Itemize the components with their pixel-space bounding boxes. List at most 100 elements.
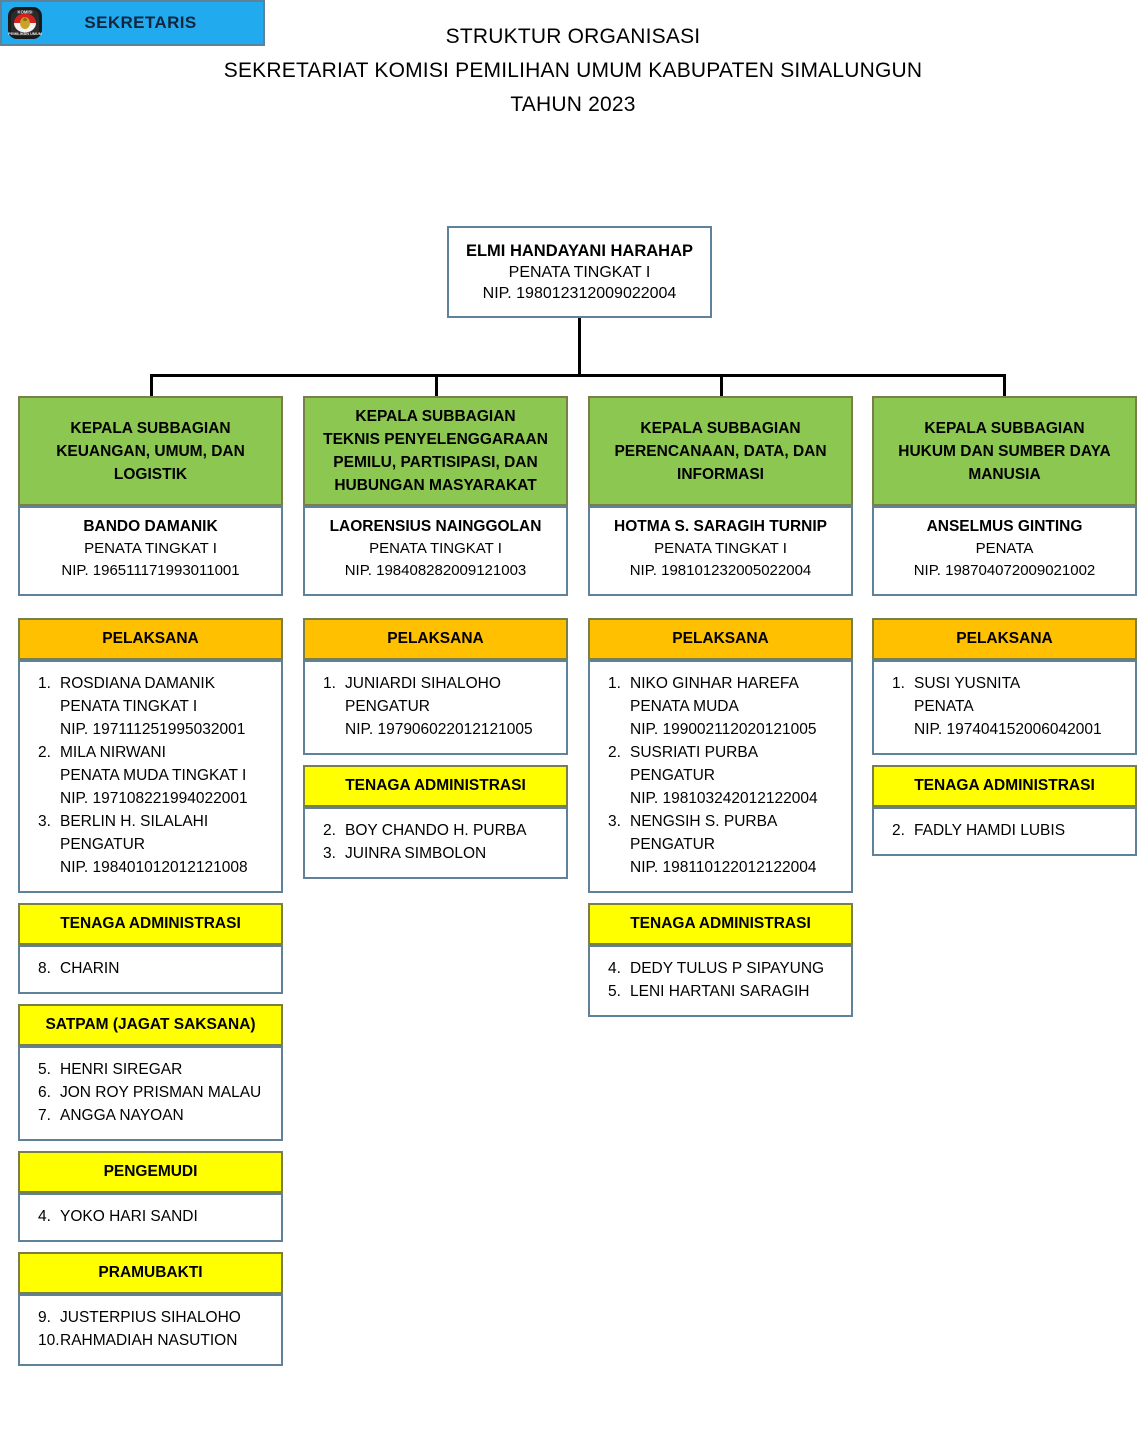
section-satpam-jagat-saksana: SATPAM (JAGAT SAKSANA) 5. HENRI SIREGAR 6.J… (18, 1004, 283, 1141)
subbagian-header-line: PERENCANAAN, DATA, DAN (614, 442, 827, 460)
connector-drop-column-1 (150, 376, 153, 398)
section-header-label: PELAKSANA (18, 618, 283, 660)
list-item-line: NIP. 198110122012122004 (630, 859, 817, 876)
org-column-3: KEPALA SUBBAGIAN PERENCANAAN, DATA, DAN IN… (588, 396, 853, 1017)
section-header-label: TENAGA ADMINISTRASI (303, 765, 568, 807)
list-item-number: 7. (38, 1107, 51, 1124)
list-item-text: JON ROY PRISMAN MALAU (60, 1081, 275, 1104)
list-item-number: 1. (608, 675, 621, 692)
sekretaris-name: ELMI HANDAYANI HARAHAP (465, 241, 694, 260)
chief-rank: PENATA TINGKAT I (84, 540, 217, 557)
title-line-3: TAHUN 2023 (510, 93, 636, 116)
chief-nip: NIP. 198101232005022004 (629, 562, 812, 579)
section-header-label: PELAKSANA (588, 618, 853, 660)
section-header-label: TENAGA ADMINISTRASI (588, 903, 853, 945)
section-header-label: SATPAM (JAGAT SAKSANA) (18, 1004, 283, 1046)
list-item-line: JUINRA SIMBOLON (345, 845, 487, 862)
section-tenaga-administrasi: TENAGA ADMINISTRASI 8. CHARIN (18, 903, 283, 994)
section-header-label: TENAGA ADMINISTRASI (18, 903, 283, 945)
subbagian-header-line: PEMILU, PARTISIPASI, DAN (333, 454, 538, 471)
list-item-number: 1. (38, 675, 51, 692)
list-item: 6.JON ROY PRISMAN MALAU (26, 1081, 275, 1104)
list-item-number: 5. (608, 983, 621, 1000)
list-item-line: ANGGA NAYOAN (60, 1107, 184, 1124)
list-item-text: BOY CHANDO H. PURBA (345, 819, 560, 842)
list-item-number: 1. (892, 675, 905, 692)
list-item-text: HENRI SIREGAR (60, 1058, 275, 1081)
connector-vertical-main (578, 318, 581, 376)
section-header-label: PRAMUBAKTI (18, 1252, 283, 1294)
list-item: 2. BOY CHANDO H. PURBA (311, 819, 560, 842)
subbagian-header-line: KEPALA SUBBAGIAN (924, 419, 1085, 437)
chief-nip: NIP. 198408282009121003 (344, 562, 527, 579)
list-item: 5. HENRI SIREGAR (26, 1058, 275, 1081)
list-item-text: CHARIN (60, 957, 275, 980)
list-item-number: 3. (608, 813, 621, 830)
subbagian-header-line: HUBUNGAN MASYARAKAT (334, 477, 537, 494)
list-item-text: JUSTERPIUS SIHALOHO (60, 1306, 275, 1329)
kpu-logo-icon: KOMISI PEMILIHAN UMUM (6, 4, 44, 42)
list-item-text: JUINRA SIMBOLON (345, 842, 560, 865)
list-item-line: DEDY TULUS P SIPAYUNG (630, 960, 825, 977)
list-item-line: CHARIN (60, 960, 120, 977)
subbagian-header-line: KEPALA SUBBAGIAN (640, 419, 801, 437)
sekretaris-rank: PENATA TINGKAT I (508, 263, 651, 281)
section-header-label: PELAKSANA (872, 618, 1137, 660)
connector-horizontal-bus (150, 374, 1006, 377)
list-item-line: PENGATUR (60, 836, 145, 853)
subbagian-header-3: KEPALA SUBBAGIAN PERENCANAAN, DATA, DAN IN… (588, 396, 853, 506)
list-item: 5. LENI HARTANI SARAGIH (596, 980, 845, 1003)
list-item-line: NIP. 197108221994022001 (60, 790, 248, 807)
list-item-text: ANGGA NAYOAN (60, 1104, 275, 1127)
section-body: 4. YOKO HARI SANDI (18, 1193, 283, 1242)
sekretaris-detail-box: ELMI HANDAYANI HARAHAP PENATA TINGKAT I … (447, 226, 712, 318)
chief-nip: NIP. 196511171993011001 (61, 562, 240, 579)
section-header-label: TENAGA ADMINISTRASI (872, 765, 1137, 807)
list-item: 9.JUSTERPIUS SIHALOHO (26, 1306, 275, 1329)
list-item: 10.RAHMADIAH NASUTION (26, 1329, 275, 1352)
connector-drop-column-2 (435, 376, 438, 398)
list-item-line: PENATA TINGKAT I (60, 698, 198, 715)
list-item-line: NENGSIH S. PURBA (630, 813, 778, 830)
list-item-line: NIP. 198103242012122004 (630, 790, 818, 807)
sekretaris-title: SEKRETARIS (84, 13, 197, 32)
list-item-line: NIKO GINHAR HAREFA (630, 675, 799, 692)
chief-nip: NIP. 198704072009021002 (913, 562, 1096, 579)
chief-rank: PENATA TINGKAT I (369, 540, 502, 557)
svg-text:PEMILIHAN UMUM: PEMILIHAN UMUM (8, 32, 42, 36)
list-item-text: FADLY HAMDI LUBIS (914, 819, 1129, 842)
list-item-number: 5. (38, 1061, 51, 1078)
list-item-line: PENGATUR (345, 698, 430, 715)
list-item-line: LENI HARTANI SARAGIH (630, 983, 810, 1000)
list-item-number: 2. (892, 822, 905, 839)
list-item-text: RAHMADIAH NASUTION (60, 1329, 275, 1352)
subbagian-header-line: INFORMASI (677, 465, 764, 483)
list-item-line: HENRI SIREGAR (60, 1061, 183, 1078)
title-line-1: STRUKTUR ORGANISASI (445, 25, 701, 48)
section-body: 2. FADLY HAMDI LUBIS (872, 807, 1137, 856)
list-item-line: RAHMADIAH NASUTION (60, 1332, 238, 1349)
list-item-line: PENATA (914, 698, 974, 715)
list-item-line: SUSI YUSNITA (914, 675, 1021, 692)
list-item-number: 2. (323, 822, 336, 839)
chart-title-block: STRUKTUR ORGANISASI SEKRETARIAT KOMISI P… (0, 20, 1146, 122)
list-item-number: 8. (38, 960, 51, 977)
list-item-number: 4. (38, 1208, 51, 1225)
list-item-text: YOKO HARI SANDI (60, 1205, 275, 1228)
